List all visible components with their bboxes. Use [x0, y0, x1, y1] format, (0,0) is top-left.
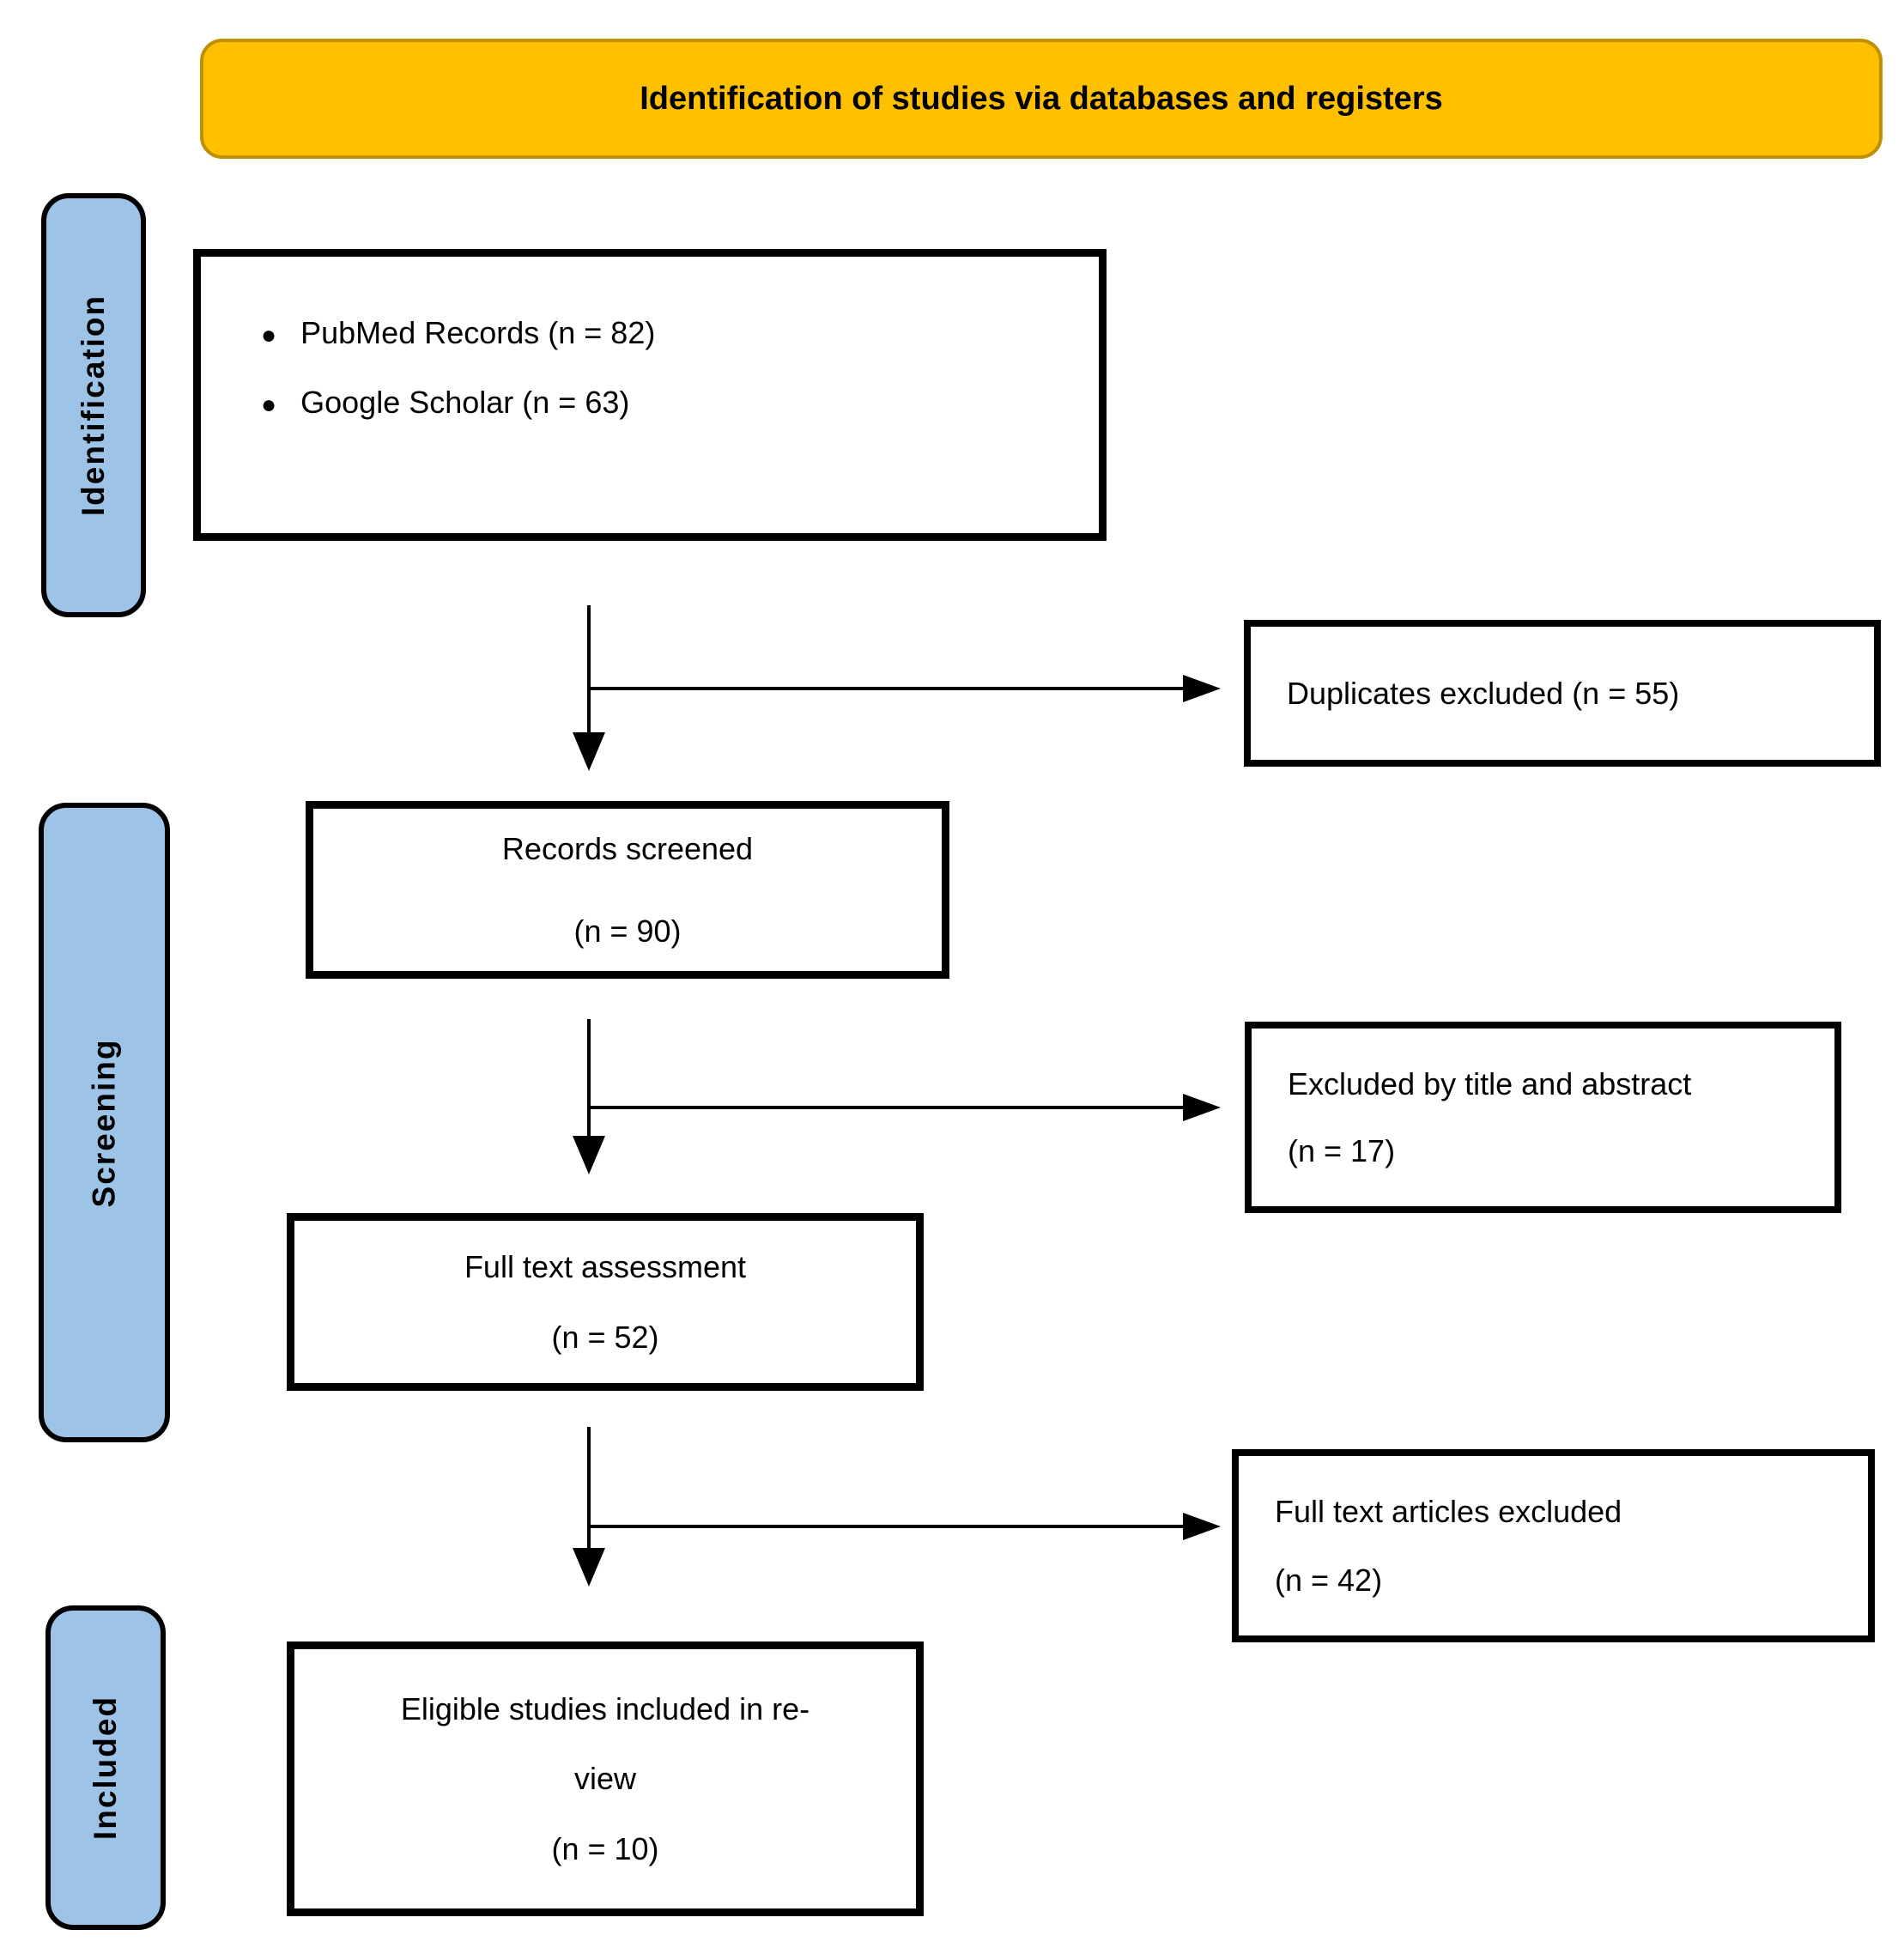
full-text-excluded-box: Full text articles excluded (n = 42) [1232, 1449, 1875, 1642]
records-screened-count: (n = 90) [573, 913, 682, 949]
excluded-title-abstract-label: Excluded by title and abstract [1288, 1066, 1692, 1102]
excluded-title-abstract-count: (n = 17) [1288, 1132, 1396, 1168]
bullet-icon: ● [261, 390, 277, 419]
duplicates-excluded-label: Duplicates excluded (n = 55) [1287, 675, 1680, 711]
stage-label-identification: Identification [76, 294, 112, 517]
header-title: Identification of studies via databases … [640, 80, 1443, 117]
eligible-studies-count: (n = 10) [551, 1830, 659, 1866]
records-screened-box: Records screened (n = 90) [306, 801, 949, 979]
header-banner: Identification of studies via databases … [200, 39, 1883, 159]
arrow-fulltext-to-eligible [573, 1427, 1221, 1587]
source-pubmed-label: PubMed Records (n = 82) [300, 315, 656, 350]
stage-label-screening: Screening [86, 1038, 122, 1207]
full-text-assessment-count: (n = 52) [551, 1319, 659, 1355]
source-google-scholar-label: Google Scholar (n = 63) [300, 384, 630, 420]
stage-bar-identification: Identification [41, 193, 146, 617]
eligible-studies-label-line2: view [573, 1761, 637, 1797]
excluded-title-abstract-box: Excluded by title and abstract (n = 17) [1245, 1022, 1841, 1213]
sources-box: ● PubMed Records (n = 82) ● Google Schol… [193, 249, 1107, 541]
arrow-records-to-fulltext [573, 1019, 1221, 1174]
list-item: ● Google Scholar (n = 63) [232, 385, 1073, 423]
stage-bar-screening: Screening [39, 803, 170, 1442]
stage-label-included: Included [88, 1695, 123, 1841]
eligible-studies-box: Eligible studies included in re- view (n… [287, 1641, 924, 1916]
bullet-icon: ● [261, 321, 277, 349]
full-text-excluded-label: Full text articles excluded [1275, 1494, 1622, 1530]
full-text-assessment-label: Full text assessment [464, 1249, 747, 1285]
full-text-excluded-count: (n = 42) [1275, 1562, 1383, 1598]
full-text-assessment-box: Full text assessment (n = 52) [287, 1213, 924, 1391]
duplicates-excluded-box: Duplicates excluded (n = 55) [1244, 620, 1881, 767]
stage-bar-included: Included [45, 1605, 166, 1930]
records-screened-label: Records screened [501, 831, 754, 867]
eligible-studies-label-line1: Eligible studies included in re- [400, 1690, 810, 1726]
arrow-sources-to-records [573, 605, 1221, 771]
list-item: ● PubMed Records (n = 82) [232, 315, 1073, 354]
